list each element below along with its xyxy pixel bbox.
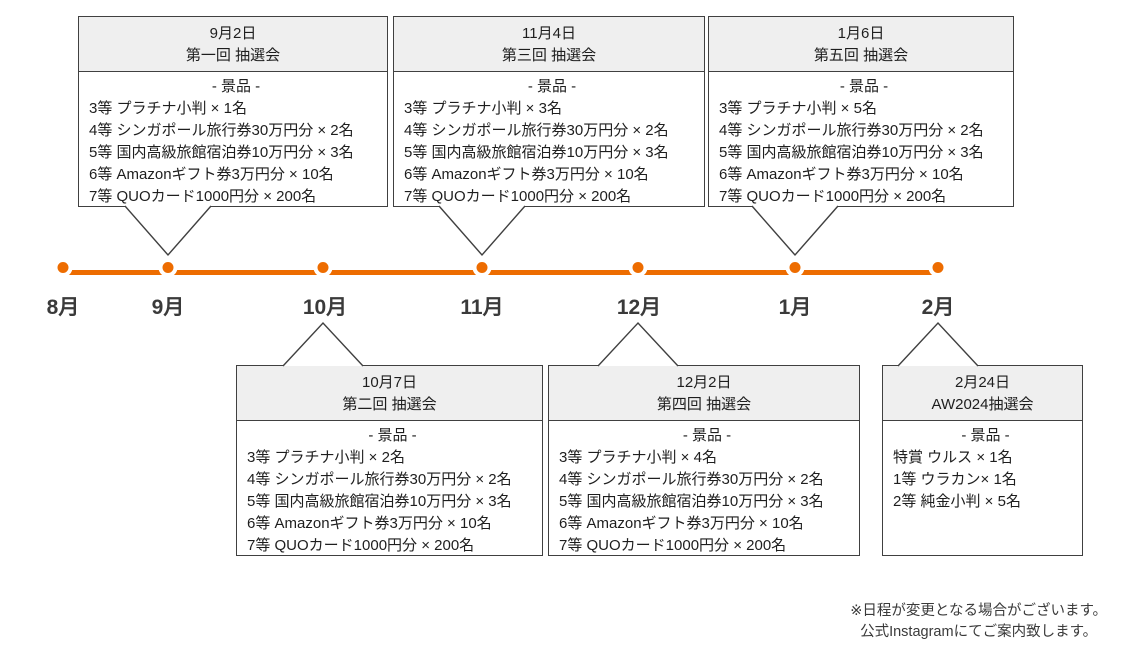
month-label: 10月: [302, 296, 348, 319]
prize-line: 7等 QUOカード1000円分 × 200名: [559, 537, 787, 554]
event-body: - 景品 - 3等 プラチナ小判 × 3名 4等 シンガポール旅行券30万円分 ×…: [394, 72, 704, 208]
event-body: - 景品 - 3等 プラチナ小判 × 2名 4等 シンガポール旅行券30万円分 ×…: [237, 421, 542, 557]
event-date: 11月4日: [522, 25, 576, 42]
prize-line: 7等 QUOカード1000円分 × 200名: [719, 188, 947, 205]
prize-line: 7等 QUOカード1000円分 × 200名: [247, 537, 475, 554]
event-box: 2月24日 AW2024抽選会 - 景品 - 特賞 ウルス × 1名 1等 ウラカ…: [882, 365, 1083, 556]
event-date: 12月2日: [676, 374, 732, 391]
prize-header: - 景品 -: [368, 427, 417, 444]
prize-line: 5等 国内高級旅館宿泊券10万円分 × 3名: [719, 144, 984, 161]
prize-line: 6等 Amazonギフト券3万円分 × 10名: [719, 166, 964, 183]
prize-line: 6等 Amazonギフト券3万円分 × 10名: [89, 166, 334, 183]
prize-line: 3等 プラチナ小判 × 5名: [719, 100, 877, 117]
prize-line: 4等 シンガポール旅行券30万円分 × 2名: [89, 122, 354, 139]
event-name: 第四回 抽選会: [656, 396, 752, 413]
event-header: 11月4日 第三回 抽選会: [394, 17, 704, 72]
event-body: - 景品 - 特賞 ウルス × 1名 1等 ウラカン× 1名 2等 純金小判 × 5…: [883, 421, 1082, 513]
prize-line: 5等 国内高級旅館宿泊券10万円分 × 3名: [89, 144, 354, 161]
prize-line: 4等 シンガポール旅行券30万円分 × 2名: [404, 122, 669, 139]
month-dot: [785, 258, 805, 277]
event-header: 9月2日 第一回 抽選会: [79, 17, 387, 72]
event-header: 1月6日 第五回 抽選会: [709, 17, 1013, 72]
event-body: - 景品 - 3等 プラチナ小判 × 4名 4等 シンガポール旅行券30万円分 ×…: [549, 421, 859, 557]
event-name: 第三回 抽選会: [501, 47, 597, 64]
event-box: 9月2日 第一回 抽選会 - 景品 - 3等 プラチナ小判 × 1名 4等 シンガ…: [78, 16, 388, 207]
month-dot: [628, 258, 648, 277]
prize-line: 2等 純金小判 × 5名: [893, 493, 1021, 510]
month-label: 11月: [460, 296, 504, 319]
event-box: 11月4日 第三回 抽選会 - 景品 - 3等 プラチナ小判 × 3名 4等 シン…: [393, 16, 705, 207]
pointer-down-icon: [751, 205, 839, 257]
prize-line: 6等 Amazonギフト券3万円分 × 10名: [247, 515, 492, 532]
prize-line: 3等 プラチナ小判 × 4名: [559, 449, 717, 466]
event-date: 10月7日: [361, 374, 418, 391]
event-body: - 景品 - 3等 プラチナ小判 × 5名 4等 シンガポール旅行券30万円分 ×…: [709, 72, 1013, 208]
event-header: 2月24日 AW2024抽選会: [883, 366, 1082, 421]
prize-line: 1等 ウラカン× 1名: [893, 471, 1017, 488]
footnote-line-2: 公式Instagramにてご案内致します。: [860, 624, 1098, 640]
month-dot: [313, 258, 333, 277]
pointer-down-icon: [124, 205, 212, 257]
prize-header: - 景品 -: [211, 78, 261, 95]
pointer-up-icon: [597, 321, 679, 367]
event-body: - 景品 - 3等 プラチナ小判 × 1名 4等 シンガポール旅行券30万円分 ×…: [79, 72, 387, 208]
event-date: 2月24日: [954, 374, 1011, 391]
prize-line: 5等 国内高級旅館宿泊券10万円分 × 3名: [404, 144, 669, 161]
event-header: 12月2日 第四回 抽選会: [549, 366, 859, 421]
month-label: 2月: [921, 296, 955, 319]
prize-header: - 景品 -: [527, 78, 577, 95]
month-label: 9月: [151, 296, 185, 319]
footnote: ※日程が変更となる場合がございます。 公式Instagramにてご案内致します。: [850, 601, 1107, 643]
event-name: 第五回 抽選会: [813, 47, 909, 64]
footnote-line-1: ※日程が変更となる場合がございます。: [850, 603, 1107, 619]
prize-line: 特賞 ウルス × 1名: [893, 449, 1013, 466]
prize-header: - 景品 -: [682, 427, 732, 444]
month-label: 12月: [616, 296, 662, 319]
prize-header: - 景品 -: [961, 427, 1010, 444]
pointer-up-icon: [282, 321, 364, 367]
event-name: 第二回 抽選会: [342, 396, 437, 413]
event-header: 10月7日 第二回 抽選会: [237, 366, 542, 421]
timeline-line: [63, 270, 938, 275]
month-dot: [928, 258, 948, 277]
prize-line: 5等 国内高級旅館宿泊券10万円分 × 3名: [559, 493, 824, 510]
event-name: 第一回 抽選会: [185, 47, 281, 64]
event-box: 1月6日 第五回 抽選会 - 景品 - 3等 プラチナ小判 × 5名 4等 シンガ…: [708, 16, 1014, 207]
month-dot: [158, 258, 178, 277]
prize-line: 5等 国内高級旅館宿泊券10万円分 × 3名: [247, 493, 512, 510]
pointer-up-icon: [897, 321, 979, 367]
prize-line: 6等 Amazonギフト券3万円分 × 10名: [559, 515, 804, 532]
prize-header: - 景品 -: [839, 78, 889, 95]
prize-line: 4等 シンガポール旅行券30万円分 × 2名: [559, 471, 824, 488]
event-date: 9月2日: [209, 25, 257, 42]
prize-line: 4等 シンガポール旅行券30万円分 × 2名: [247, 471, 512, 488]
event-box: 12月2日 第四回 抽選会 - 景品 - 3等 プラチナ小判 × 4名 4等 シン…: [548, 365, 860, 556]
month-label: 8月: [46, 296, 80, 319]
prize-line: 7等 QUOカード1000円分 × 200名: [89, 188, 317, 205]
prize-line: 7等 QUOカード1000円分 × 200名: [404, 188, 632, 205]
event-date: 1月6日: [837, 25, 885, 42]
pointer-down-icon: [438, 205, 526, 257]
prize-line: 4等 シンガポール旅行券30万円分 × 2名: [719, 122, 984, 139]
month-label: 1月: [778, 296, 812, 319]
prize-line: 3等 プラチナ小判 × 2名: [247, 449, 405, 466]
event-box: 10月7日 第二回 抽選会 - 景品 - 3等 プラチナ小判 × 2名 4等 シン…: [236, 365, 543, 556]
month-dot: [472, 258, 492, 277]
prize-line: 6等 Amazonギフト券3万円分 × 10名: [404, 166, 649, 183]
month-dot: [53, 258, 73, 277]
event-name: AW2024抽選会: [931, 396, 1034, 413]
prize-line: 3等 プラチナ小判 × 3名: [404, 100, 562, 117]
prize-line: 3等 プラチナ小判 × 1名: [89, 100, 247, 117]
